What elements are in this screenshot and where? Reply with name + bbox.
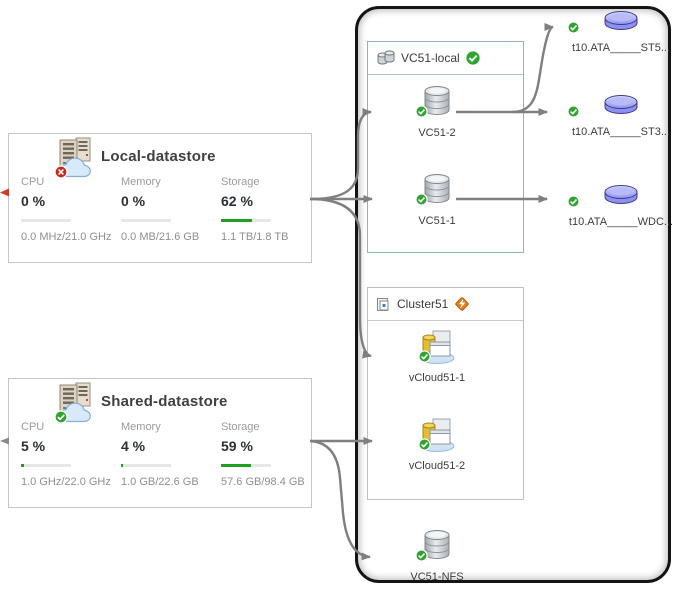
virtual-machine-icon [416, 328, 458, 370]
metric-label: CPU [21, 421, 45, 433]
metric-label: Storage [221, 176, 260, 188]
node-label: t10.ATA_____ST5... [571, 42, 671, 54]
node-vcloud51-1[interactable]: vCloud51-1 [377, 328, 497, 384]
physical-disk-icon [567, 11, 644, 39]
physical-disk-icon [567, 185, 644, 213]
node-label: VC51-2 [418, 127, 456, 139]
host-card-local-datastore[interactable]: Local-datastore CPU 0 % 0.0 MHz/21.0 GHz… [8, 133, 312, 263]
status-ok-badge-icon [415, 549, 428, 562]
status-ok-badge-icon [567, 195, 580, 208]
metric-value: 5 % [21, 438, 46, 454]
metric-label: CPU [21, 176, 45, 188]
node-label: t10.ATA_____ST3... [571, 126, 671, 138]
metric-memory: Memory 0 % 0.0 MB/21.6 GB [121, 176, 217, 243]
datastore-icon [415, 526, 456, 569]
node-label: VC51-1 [418, 215, 456, 227]
host-with-cloud-icon [53, 382, 97, 424]
group-vc51-local[interactable]: VC51-local [367, 41, 524, 253]
disk-node-wdc[interactable]: t10.ATA_____WDC... [565, 179, 677, 228]
metric-detail: 1.0 GB/22.6 GB [121, 476, 199, 488]
node-vc51-nfs[interactable]: VC51-NFS [377, 526, 497, 583]
status-ok-badge-icon [464, 50, 481, 66]
physical-disk-icon [567, 95, 644, 123]
metric-value: 0 % [121, 193, 146, 209]
progress-bar [21, 464, 71, 467]
metric-label: Storage [221, 421, 260, 433]
host-with-cloud-icon [53, 137, 97, 179]
disk-node-st3[interactable]: t10.ATA_____ST3... [565, 89, 677, 138]
status-ok-badge-icon [418, 438, 431, 451]
node-label: vCloud51-1 [408, 372, 466, 384]
cluster-icon [377, 298, 389, 311]
metric-value: 62 % [221, 193, 253, 209]
progress-bar [221, 464, 271, 467]
metric-detail: 0.0 MHz/21.0 GHz [21, 231, 112, 243]
metric-value: 0 % [21, 193, 46, 209]
group-header[interactable]: VC51-local [368, 42, 523, 75]
progress-bar [121, 464, 171, 467]
progress-bar [21, 219, 71, 222]
metric-memory: Memory 4 % 1.0 GB/22.6 GB [121, 421, 217, 488]
metric-storage: Storage 62 % 1.1 TB/1.8 TB [221, 176, 317, 243]
node-label: vCloud51-2 [408, 460, 466, 472]
status-ok-badge-icon [54, 410, 68, 424]
status-ok-badge-icon [418, 350, 431, 363]
group-title: VC51-local [401, 51, 460, 65]
metric-detail: 1.0 GHz/22.0 GHz [21, 476, 111, 488]
metric-label: Memory [121, 176, 161, 188]
status-error-badge-icon [54, 165, 68, 179]
status-ok-badge-icon [567, 21, 580, 34]
status-ok-badge-icon [567, 105, 580, 118]
metric-detail: 0.0 MB/21.6 GB [121, 231, 200, 243]
metric-value: 59 % [221, 438, 253, 454]
metric-storage: Storage 59 % 57.6 GB/98.4 GB [221, 421, 317, 488]
status-ok-badge-icon [415, 193, 428, 206]
card-title: Shared-datastore [101, 393, 228, 410]
metric-cpu: CPU 5 % 1.0 GHz/22.0 GHz [21, 421, 117, 488]
node-vc51-2[interactable]: VC51-2 [377, 82, 497, 139]
node-vc51-1[interactable]: VC51-1 [377, 170, 497, 227]
datastore-stack-icon [377, 50, 395, 64]
metric-label: Memory [121, 421, 161, 433]
node-vcloud51-2[interactable]: vCloud51-2 [377, 416, 497, 472]
metric-value: 4 % [121, 438, 146, 454]
virtual-machine-icon [416, 416, 458, 458]
node-label: VC51-NFS [410, 571, 464, 583]
status-ok-badge-icon [415, 105, 428, 118]
metric-detail: 1.1 TB/1.8 TB [221, 231, 289, 243]
disk-node-st5[interactable]: t10.ATA_____ST5... [565, 5, 677, 54]
node-label: t10.ATA_____WDC... [568, 216, 674, 228]
status-warning-badge-icon [455, 297, 470, 311]
progress-bar [221, 219, 271, 222]
host-card-shared-datastore[interactable]: Shared-datastore CPU 5 % 1.0 GHz/22.0 GH… [8, 378, 312, 508]
datastore-icon [415, 170, 456, 213]
progress-bar [121, 219, 171, 222]
datastore-icon [415, 82, 456, 125]
card-title: Local-datastore [101, 148, 216, 165]
group-header[interactable]: Cluster51 [368, 288, 523, 321]
group-title: Cluster51 [397, 297, 449, 311]
group-cluster51[interactable]: Cluster51 [367, 287, 524, 500]
metric-cpu: CPU 0 % 0.0 MHz/21.0 GHz [21, 176, 117, 243]
metric-detail: 57.6 GB/98.4 GB [221, 476, 305, 488]
